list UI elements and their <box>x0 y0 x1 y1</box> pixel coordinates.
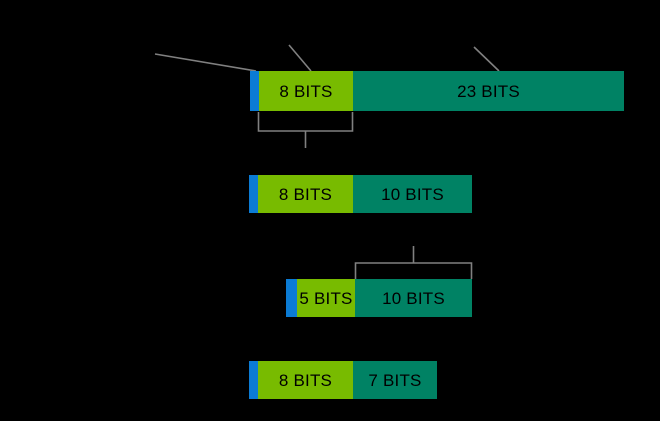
row1-segment-green[interactable]: 8 BITS <box>259 71 353 111</box>
leader-line-blue-icon <box>154 53 257 72</box>
bit-field-row-1: 8 BITS 23 BITS <box>250 71 624 111</box>
row2-segment-blue[interactable] <box>249 175 258 213</box>
row2-segment-green[interactable]: 8 BITS <box>258 175 353 213</box>
bit-field-row-3: 5 BITS 10 BITS <box>286 279 472 317</box>
brace-above-row3-icon <box>354 262 473 279</box>
row3-segment-green[interactable]: 5 BITS <box>297 279 355 317</box>
row2-segment-teal[interactable]: 10 BITS <box>353 175 472 213</box>
row1-segment-blue[interactable] <box>250 71 259 111</box>
row3-segment-blue[interactable] <box>286 279 297 317</box>
row4-segment-blue[interactable] <box>249 361 258 399</box>
row1-segment-teal[interactable]: 23 BITS <box>353 71 624 111</box>
brace-below-row1-icon <box>257 112 354 132</box>
bit-field-row-2: 8 BITS 10 BITS <box>249 175 472 213</box>
row4-segment-teal[interactable]: 7 BITS <box>353 361 437 399</box>
row3-segment-teal[interactable]: 10 BITS <box>355 279 472 317</box>
leader-line-teal-icon <box>473 46 500 72</box>
leader-line-green-icon <box>288 44 312 72</box>
row4-segment-green[interactable]: 8 BITS <box>258 361 353 399</box>
bit-field-row-4: 8 BITS 7 BITS <box>249 361 437 399</box>
